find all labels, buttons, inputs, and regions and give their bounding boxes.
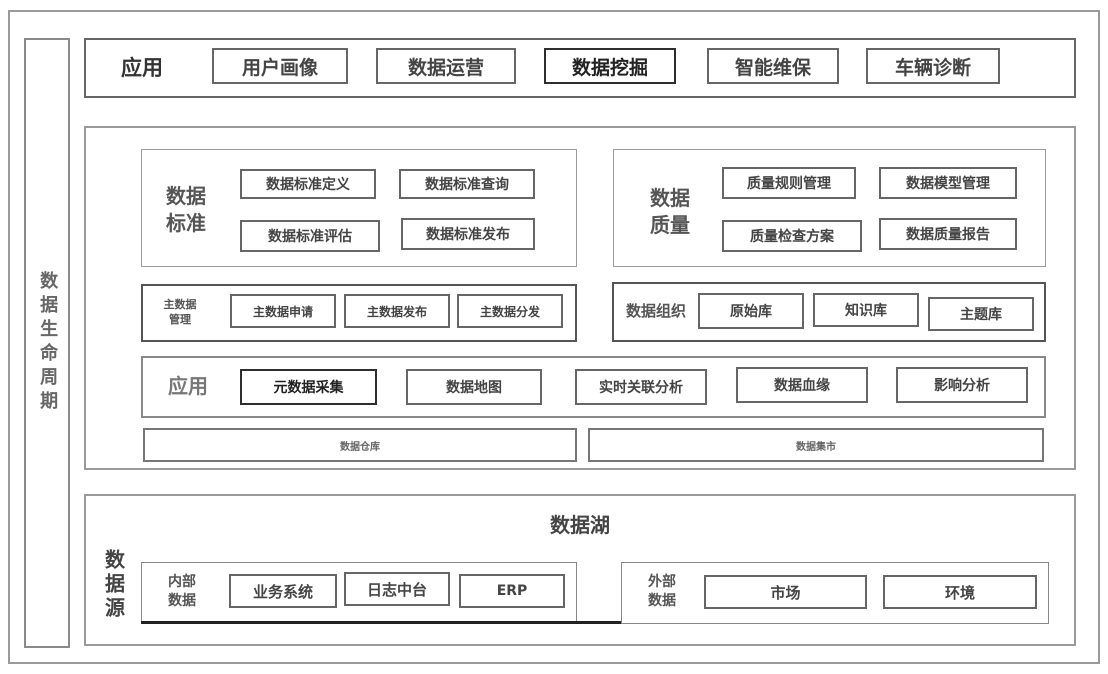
app-mid-label: 应用 — [168, 373, 208, 398]
integration-label: 数据集市 — [796, 441, 836, 453]
standard-item-publish[interactable]: 数据标准发布 — [401, 218, 535, 250]
internal-label: 内部 数据 — [152, 568, 212, 616]
external-label-text: 外部 数据 — [648, 574, 676, 609]
app-top-item-data-mining[interactable]: 数据挖掘 — [544, 48, 676, 84]
standard-item-evaluate[interactable]: 数据标准评估 — [240, 220, 380, 252]
master-item-distribute[interactable]: 主数据分发 — [457, 294, 563, 328]
quality-item-report[interactable]: 数据质量报告 — [879, 218, 1017, 250]
quality-label-text: 数据 质量 — [650, 186, 690, 237]
master-label-text: 主数据 管理 — [163, 298, 197, 326]
quality-item-rule-management[interactable]: 质量规则管理 — [722, 167, 856, 199]
app-mid-item-realtime-analysis[interactable]: 实时关联分析 — [575, 369, 707, 405]
org-item-knowledge[interactable]: 知识库 — [813, 293, 919, 327]
org-item-topic[interactable]: 主题库 — [928, 297, 1034, 331]
app-mid-item-metadata-collect[interactable]: 元数据采集 — [240, 369, 377, 405]
app-top-item-user-portrait[interactable]: 用户画像 — [212, 48, 348, 84]
quality-item-model-management[interactable]: 数据模型管理 — [879, 167, 1017, 199]
internal-item-erp[interactable]: ERP — [459, 574, 565, 608]
external-item-market[interactable]: 市场 — [704, 575, 867, 609]
standard-item-define[interactable]: 数据标准定义 — [240, 169, 376, 199]
app-top-item-data-operation[interactable]: 数据运营 — [376, 48, 516, 84]
internal-underline — [141, 621, 709, 624]
external-label: 外部 数据 — [632, 568, 692, 616]
warehouse-label: 数据仓库 — [340, 441, 380, 453]
org-label: 数据组织 — [625, 301, 686, 320]
org-item-raw[interactable]: 原始库 — [698, 293, 804, 329]
master-item-publish[interactable]: 主数据发布 — [344, 294, 450, 328]
app-mid-item-impact-analysis[interactable]: 影响分析 — [896, 367, 1028, 403]
app-top-item-vehicle-diagnosis[interactable]: 车辆诊断 — [866, 48, 1000, 84]
lifecycle-label: 数据生命周期 — [37, 271, 59, 415]
source-label: 数据源 — [101, 549, 126, 621]
lake-label: 数据湖 — [550, 512, 610, 537]
quality-label: 数据 质量 — [638, 180, 702, 244]
integration-box: 数据集市 — [588, 428, 1044, 462]
standard-label: 数据 标准 — [154, 178, 218, 242]
app-top-item-smart-maintenance[interactable]: 智能维保 — [707, 48, 839, 84]
quality-item-check-plan[interactable]: 质量检查方案 — [722, 220, 862, 252]
warehouse-box: 数据仓库 — [143, 428, 577, 462]
external-item-environment[interactable]: 环境 — [883, 575, 1037, 609]
lifecycle-bar: 数据生命周期 — [24, 38, 70, 648]
app-top-label: 应用 — [121, 55, 163, 80]
standard-label-text: 数据 标准 — [166, 184, 206, 235]
internal-item-business-system[interactable]: 业务系统 — [229, 574, 337, 608]
master-item-apply[interactable]: 主数据申请 — [230, 294, 336, 328]
app-mid-item-data-map[interactable]: 数据地图 — [406, 369, 542, 405]
internal-item-log-platform[interactable]: 日志中台 — [344, 572, 450, 606]
app-mid-item-data-lineage[interactable]: 数据血缘 — [736, 367, 868, 403]
standard-item-query[interactable]: 数据标准查询 — [399, 169, 535, 199]
internal-label-text: 内部 数据 — [168, 574, 196, 609]
master-label: 主数据 管理 — [152, 291, 208, 335]
